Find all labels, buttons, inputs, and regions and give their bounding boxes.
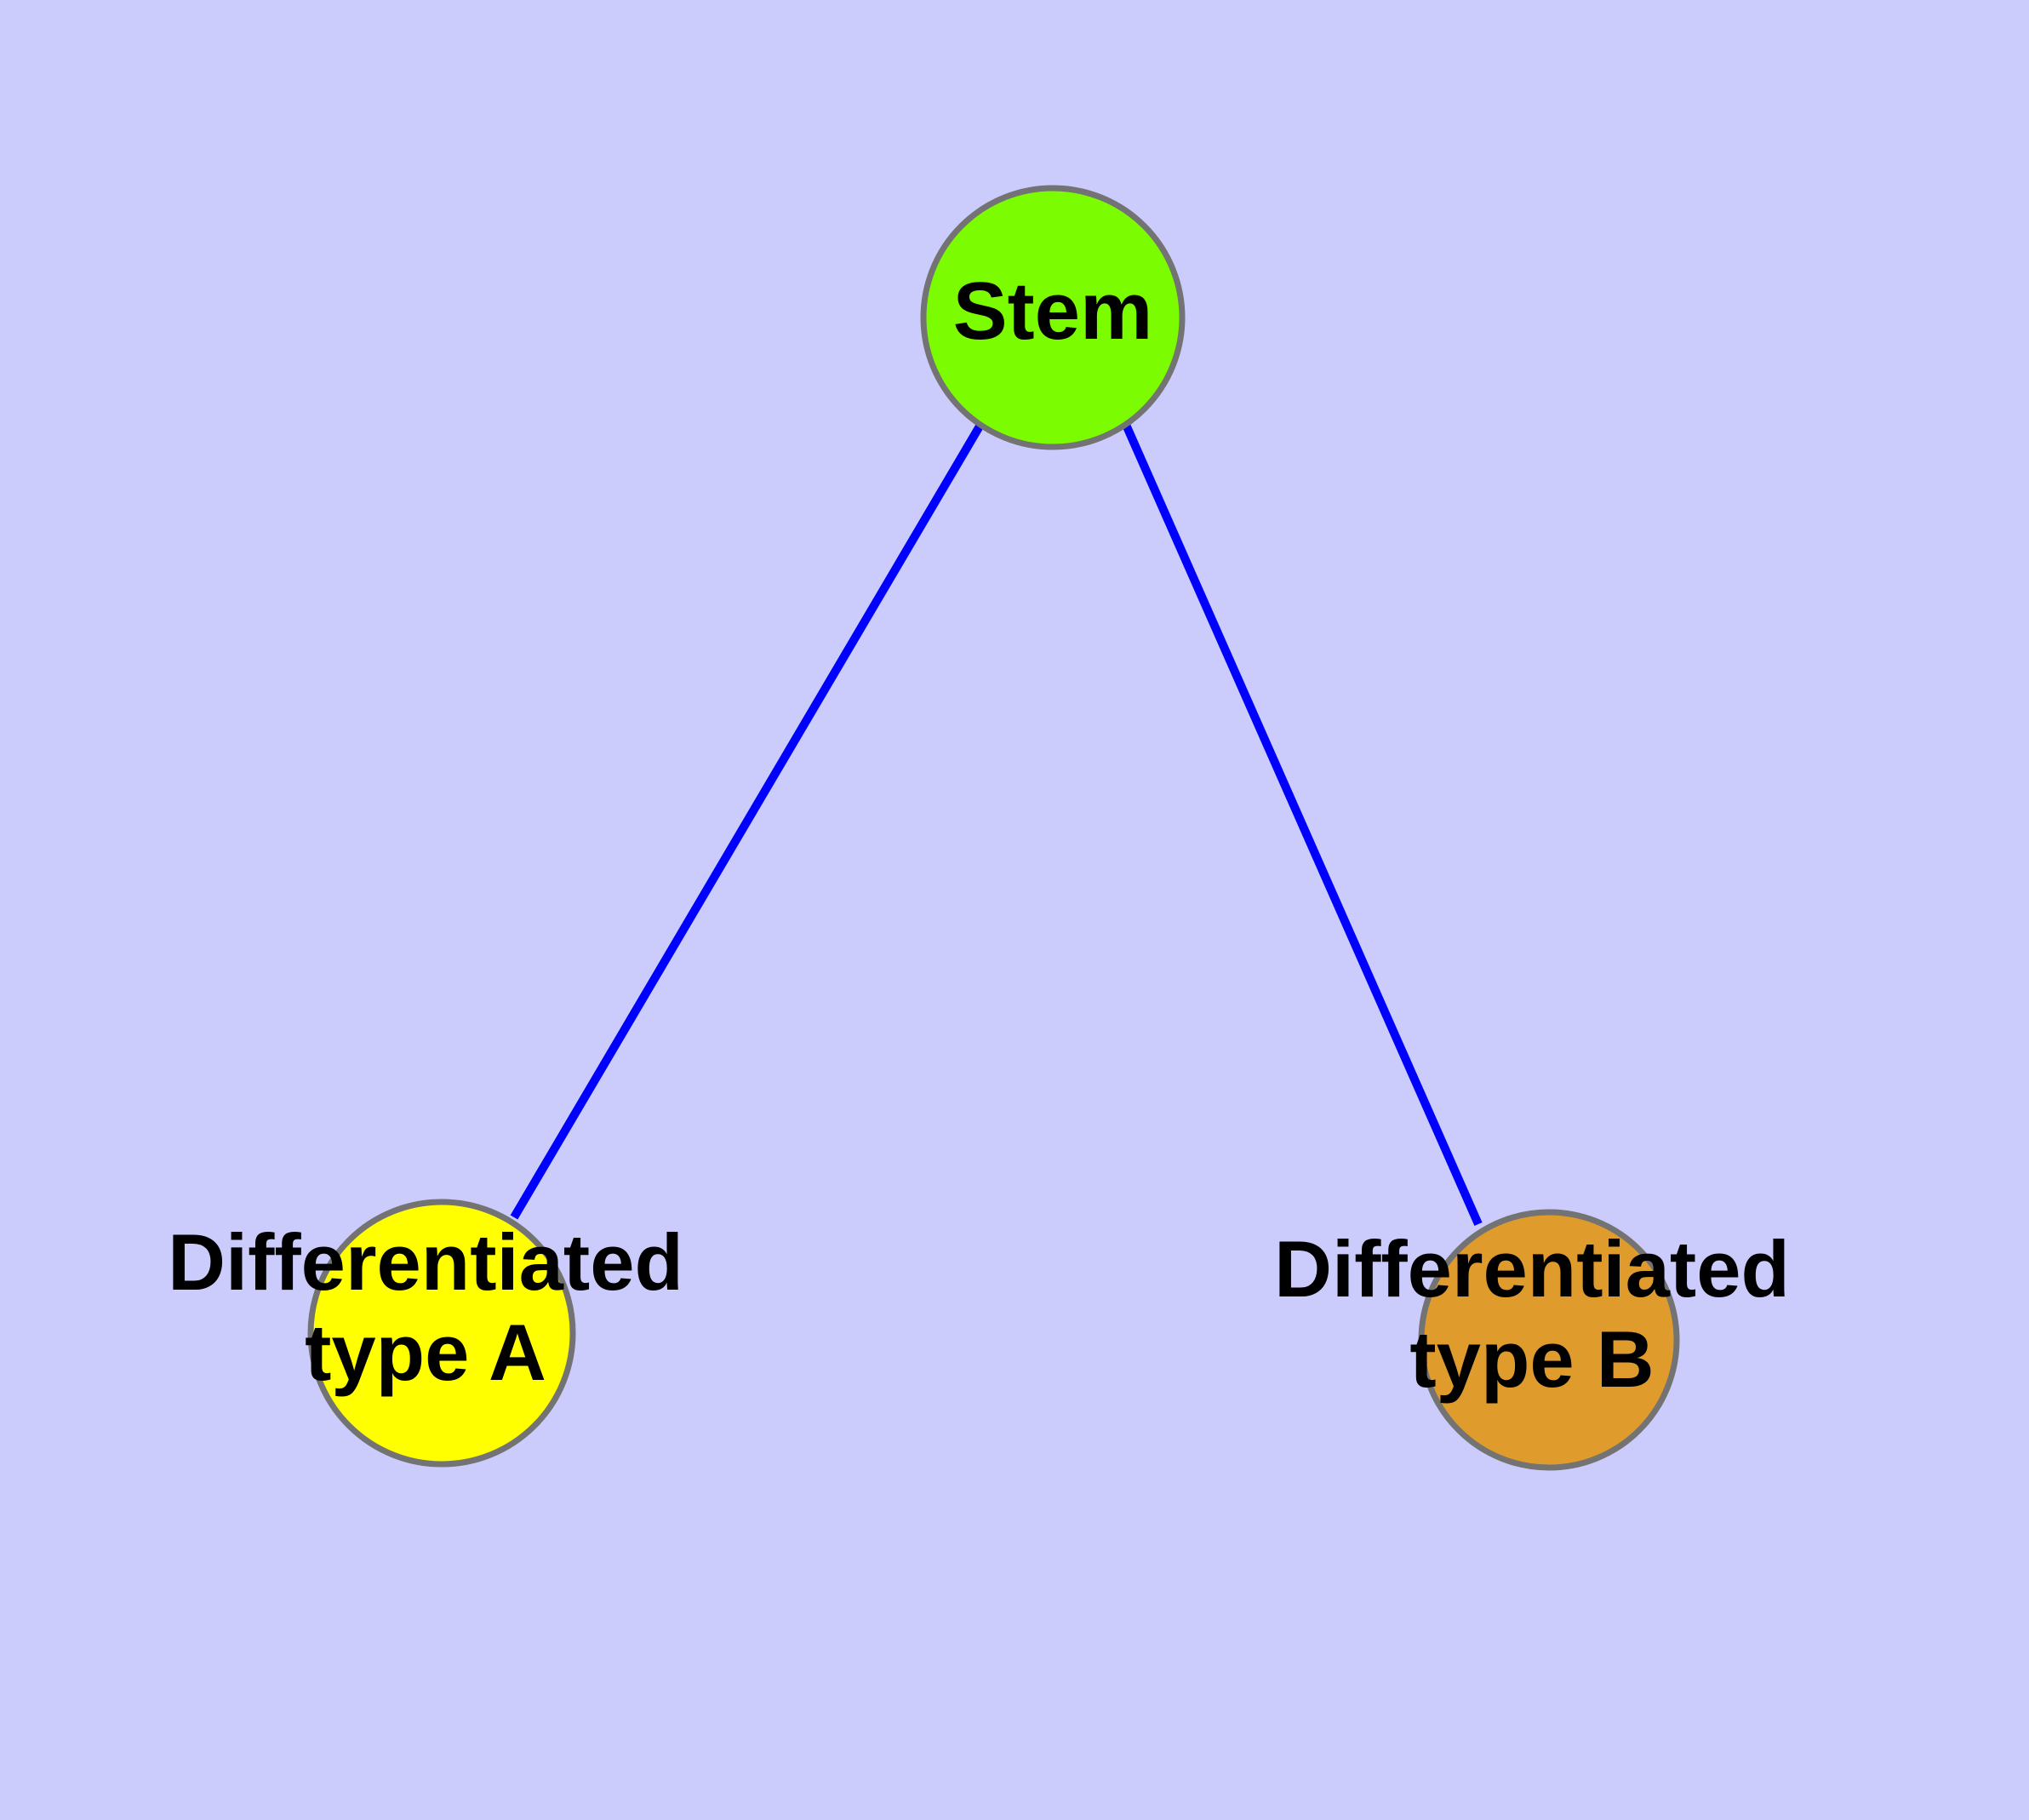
node-label-stem: Stem	[953, 266, 1153, 357]
nodes-layer	[307, 185, 1680, 1471]
node-diff_b[interactable]	[1418, 1209, 1680, 1471]
edges-layer	[510, 422, 1483, 1227]
node-label-line: type A	[305, 1308, 546, 1397]
node-label-line: Differentiated	[1274, 1224, 1790, 1313]
node-label-line: Stem	[953, 266, 1153, 357]
edge-stem-to-diff-a[interactable]	[510, 422, 985, 1220]
node-label-line: type B	[1409, 1314, 1654, 1404]
node-label-line: Differentiated	[168, 1217, 683, 1307]
edge-stem-to-diff-b[interactable]	[1122, 422, 1483, 1227]
node-diff_a[interactable]	[307, 1199, 576, 1468]
node-stem[interactable]	[920, 185, 1186, 450]
